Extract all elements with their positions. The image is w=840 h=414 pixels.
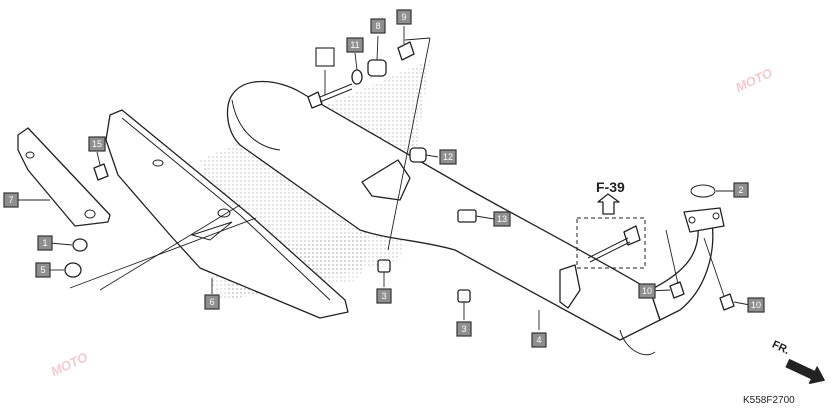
- callout-2[interactable]: 2: [733, 182, 749, 198]
- callout-8[interactable]: 8: [370, 18, 386, 34]
- svg-text:12: 12: [443, 152, 453, 162]
- muffler-assembly: [226, 80, 725, 356]
- callout-7[interactable]: 7: [3, 192, 19, 208]
- callout-3a[interactable]: 3: [376, 288, 392, 304]
- svg-text:10: 10: [751, 300, 761, 310]
- callout-9[interactable]: 9: [396, 9, 412, 25]
- callout-11[interactable]: 11: [346, 37, 364, 53]
- callout-1[interactable]: 1: [37, 235, 53, 251]
- callout-3b[interactable]: 3: [456, 321, 472, 337]
- washer: [351, 69, 363, 85]
- flange-nut-a: [669, 281, 685, 299]
- clip-nut: [457, 209, 477, 223]
- svg-text:11: 11: [350, 40, 359, 50]
- grommet-5: [64, 262, 82, 278]
- callout-5[interactable]: 5: [35, 262, 51, 278]
- flange-nut-b: [719, 293, 735, 311]
- svg-text:2: 2: [738, 185, 743, 195]
- callout-15[interactable]: 15: [88, 136, 106, 152]
- svg-text:3: 3: [381, 291, 386, 301]
- heat-shield-large: [105, 109, 349, 319]
- callout-6[interactable]: 6: [204, 294, 220, 310]
- watermark-bottom-left: MOTO: [48, 349, 89, 379]
- callout-4[interactable]: 4: [531, 332, 547, 348]
- callout-12[interactable]: 12: [439, 149, 457, 165]
- direction-arrow: [785, 359, 825, 384]
- callout-13[interactable]: 13: [493, 211, 511, 227]
- bolt-15: [93, 163, 109, 181]
- svg-text:15: 15: [92, 139, 102, 149]
- grommet: [397, 41, 415, 61]
- heat-shield-small: [17, 127, 111, 227]
- bolt-long: [587, 225, 641, 263]
- svg-text:9: 9: [401, 12, 406, 22]
- direction-indicator: FR.: [770, 339, 825, 384]
- svg-text:13: 13: [497, 214, 507, 224]
- drawing-code: K558F2700: [743, 395, 795, 406]
- direction-label: FR.: [770, 339, 791, 357]
- svg-text:3: 3: [461, 324, 466, 334]
- nut-12: [409, 147, 427, 163]
- svg-text:10: 10: [642, 286, 652, 296]
- collar: [367, 59, 387, 77]
- rubber-mount-b: [457, 289, 471, 303]
- rubber-mount-a: [377, 259, 391, 273]
- collar-1: [72, 238, 88, 252]
- leader-lines: [18, 26, 751, 330]
- gasket-ring: [690, 184, 716, 198]
- svg-text:8: 8: [375, 21, 380, 31]
- callout-blank[interactable]: [315, 47, 335, 67]
- svg-text:5: 5: [40, 265, 45, 275]
- callout-10a[interactable]: 10: [638, 283, 656, 299]
- svg-text:4: 4: [536, 335, 541, 345]
- reference-arrow: [597, 193, 620, 215]
- reference-label: F-39: [596, 179, 625, 195]
- callout-10b[interactable]: 10: [747, 297, 765, 313]
- reference-box: [576, 217, 646, 269]
- svg-text:7: 7: [8, 195, 13, 205]
- svg-text:1: 1: [42, 238, 47, 248]
- svg-text:6: 6: [209, 297, 214, 307]
- watermark-top-right: MOTO: [733, 65, 774, 95]
